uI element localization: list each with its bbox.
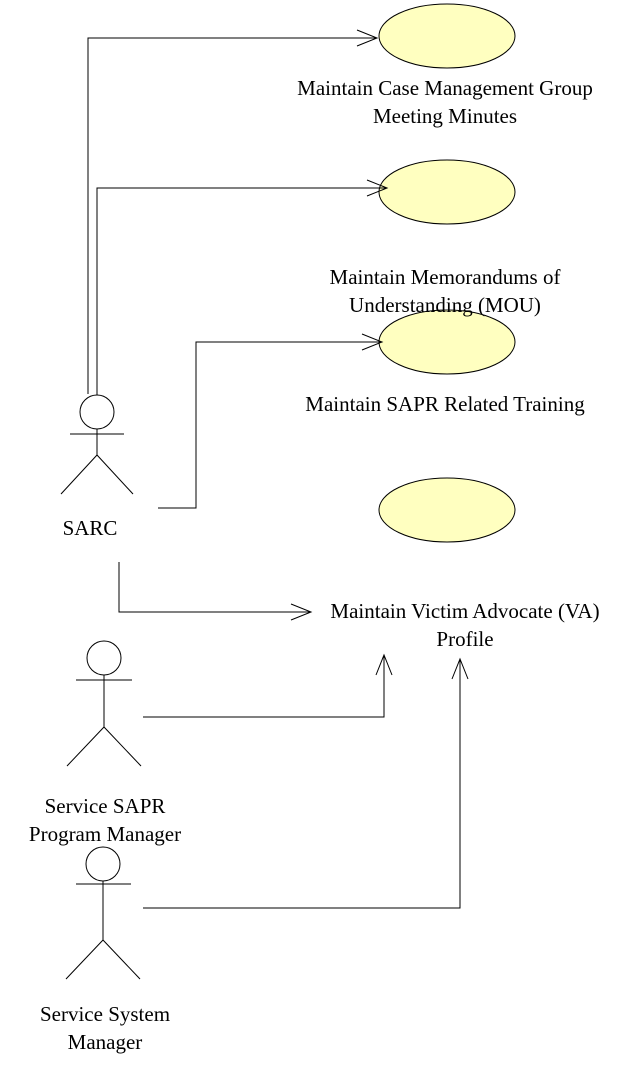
usecase-ellipse-va-profile[interactable] (378, 477, 516, 543)
usecase-label-mou: Maintain Memorandums of Understanding (M… (260, 263, 630, 319)
usecase-label-line: Maintain Victim Advocate (VA) (330, 599, 600, 623)
association-sarc-sapr-training (158, 333, 384, 509)
usecase-label-line: Meeting Minutes (372, 104, 518, 128)
actor-label-line: Program Manager (28, 822, 182, 846)
actor-label-line: SARC (62, 516, 118, 540)
usecase-ellipse-case-management-minutes[interactable] (378, 3, 516, 69)
actor-label-line: Manager (67, 1030, 143, 1054)
actor-icon-service-sapr-program-manager[interactable] (66, 640, 142, 767)
association-sarc-va-profile (118, 562, 313, 621)
association-service-system-manager-va-profile (143, 657, 469, 909)
actor-label-service-system-manager: Service System Manager (0, 1000, 210, 1056)
actor-label-service-sapr-program-manager: Service SAPR Program Manager (0, 792, 210, 848)
usecase-label-line: Maintain Case Management Group (297, 76, 593, 100)
association-service-sapr-program-manager-va-profile (143, 653, 393, 718)
usecase-label-line: Profile (436, 627, 494, 651)
usecase-label-case-management-minutes: Maintain Case Management Group Meeting M… (240, 74, 636, 130)
association-sarc-mou (96, 179, 389, 395)
actor-label-line: Service System (39, 1002, 171, 1026)
actor-icon-sarc[interactable] (60, 394, 134, 495)
usecase-ellipse-mou[interactable] (378, 159, 516, 225)
usecase-label-line: Maintain SAPR Related Training (305, 392, 585, 416)
actor-label-sarc: SARC (30, 514, 150, 542)
usecase-label-line: Understanding (MOU) (349, 293, 541, 317)
actor-icon-service-system-manager[interactable] (65, 846, 141, 980)
association-sarc-case-management-minutes (87, 29, 379, 394)
usecase-label-va-profile: Maintain Victim Advocate (VA) Profile (295, 597, 635, 653)
usecase-label-line: Maintain Memorandums of (329, 265, 561, 289)
usecase-ellipse-sapr-training[interactable] (378, 309, 516, 375)
actor-label-line: Service SAPR (44, 794, 166, 818)
usecase-label-sapr-training: Maintain SAPR Related Training (260, 390, 630, 418)
